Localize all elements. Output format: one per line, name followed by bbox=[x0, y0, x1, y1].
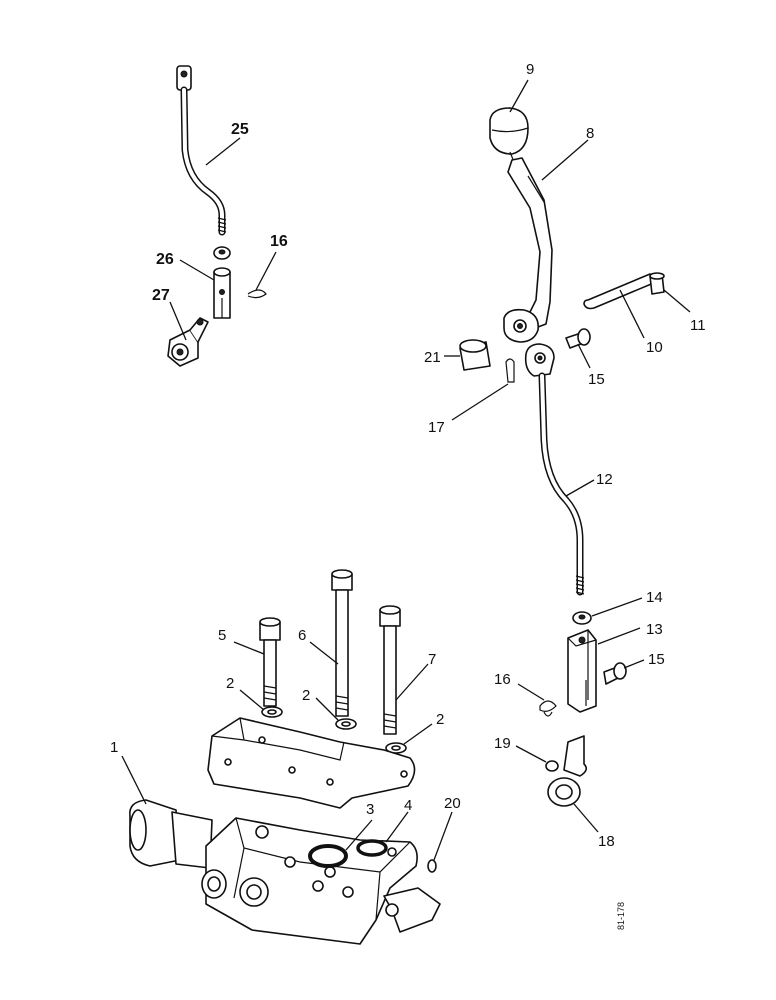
label-9: 9 bbox=[526, 61, 534, 78]
split-pin-17 bbox=[505, 358, 515, 383]
leader-lines bbox=[121, 79, 691, 861]
lever-8 bbox=[503, 157, 553, 343]
plug-20 bbox=[427, 859, 437, 873]
label-19: 19 bbox=[494, 735, 511, 752]
o-ring-3 bbox=[308, 844, 348, 868]
label-13: 13 bbox=[646, 621, 663, 638]
nut-26-top bbox=[213, 246, 231, 260]
label-17: 17 bbox=[428, 419, 445, 436]
label-16-lower: 16 bbox=[494, 671, 511, 688]
bolt-5 bbox=[259, 617, 281, 707]
clevis-13 bbox=[567, 629, 597, 713]
label-8: 8 bbox=[586, 125, 594, 142]
nut-19 bbox=[545, 760, 559, 772]
label-12: 12 bbox=[596, 471, 613, 488]
label-27: 27 bbox=[152, 287, 170, 304]
label-5: 5 bbox=[218, 627, 226, 644]
bolt-6 bbox=[331, 569, 353, 717]
washers-2 bbox=[261, 706, 407, 754]
label-3: 3 bbox=[366, 801, 374, 818]
label-10: 10 bbox=[646, 339, 663, 356]
knob-9 bbox=[489, 107, 529, 163]
clip-16-top bbox=[247, 289, 267, 299]
rod-25 bbox=[176, 65, 227, 236]
label-18: 18 bbox=[598, 833, 615, 850]
o-ring-4 bbox=[356, 839, 388, 857]
drawing-reference: 81-178 bbox=[616, 902, 626, 930]
fitting-11 bbox=[649, 272, 665, 295]
label-11: 11 bbox=[690, 317, 706, 334]
label-7: 7 bbox=[428, 651, 436, 668]
label-2b: 2 bbox=[302, 687, 310, 704]
rod-12 bbox=[524, 343, 585, 596]
label-25: 25 bbox=[231, 121, 249, 138]
label-6: 6 bbox=[298, 627, 306, 644]
label-20: 20 bbox=[444, 795, 461, 812]
label-2a: 2 bbox=[226, 675, 234, 692]
cover-plate bbox=[207, 717, 416, 809]
label-15-lower: 15 bbox=[648, 651, 665, 668]
swivel-18 bbox=[547, 735, 588, 807]
label-14: 14 bbox=[646, 589, 663, 606]
valve-body-1 bbox=[129, 799, 441, 945]
label-1: 1 bbox=[110, 739, 118, 756]
label-4: 4 bbox=[404, 797, 412, 814]
bolt-7 bbox=[379, 605, 401, 735]
bracket-27 bbox=[167, 317, 209, 367]
nut-14 bbox=[572, 611, 592, 625]
bolt-15-top bbox=[565, 328, 591, 349]
bushing-21 bbox=[459, 339, 491, 371]
clip-16-lower bbox=[539, 700, 557, 717]
label-21: 21 bbox=[424, 349, 441, 366]
label-26: 26 bbox=[156, 251, 174, 268]
label-15-top: 15 bbox=[588, 371, 605, 388]
bolt-15-lower bbox=[603, 662, 627, 685]
clevis-26 bbox=[213, 267, 231, 319]
label-16-top: 16 bbox=[270, 233, 288, 250]
label-2c: 2 bbox=[436, 711, 444, 728]
